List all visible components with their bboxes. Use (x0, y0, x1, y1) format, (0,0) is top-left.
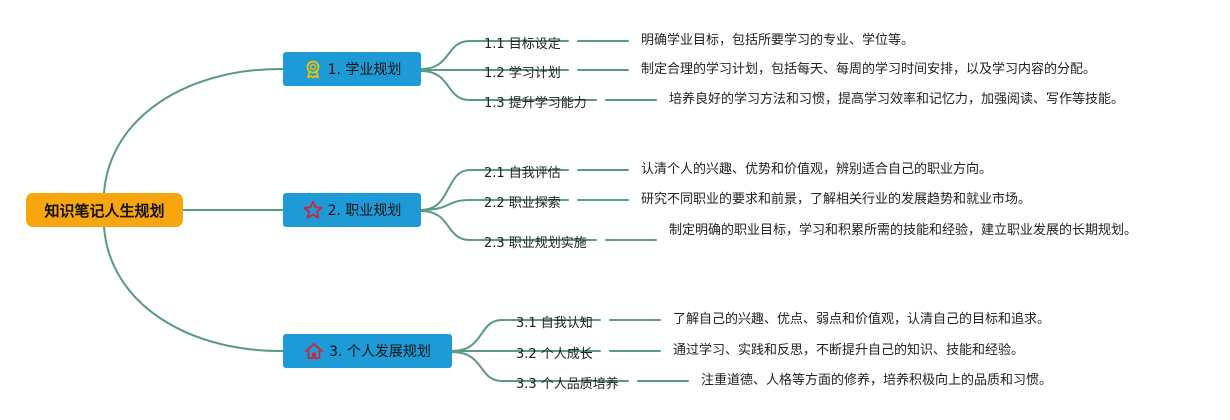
leaf-2-3[interactable]: 2.3 职业规划实施 (484, 236, 587, 251)
branch-label: 1. 学业规划 (327, 62, 402, 78)
leaf-2-2[interactable]: 2.2 职业探索 (484, 196, 561, 211)
connector-b1-leaf3 (420, 70, 471, 101)
branch-label: 2. 职业规划 (327, 203, 402, 219)
connector-b2-leaf2 (420, 199, 471, 211)
leaf-3-2[interactable]: 3.2 个人成长 (516, 347, 593, 362)
branch-career-planning[interactable]: 2. 职业规划 (283, 193, 421, 227)
branch-academic-planning[interactable]: 1. 学业规划 (283, 52, 421, 86)
award-ribbon-icon (303, 59, 323, 79)
leaf-1-3-desc: 培养良好的学习方法和习惯，提高学习效率和记忆力，加强阅读、写作等技能。 (669, 92, 1125, 107)
leaf-3-1-desc: 了解自己的兴趣、优点、弱点和价值观，认清自己的目标和追求。 (673, 312, 1051, 327)
leaf-1-2-desc: 制定合理的学习计划，包括每天、每周的学习时间安排，以及学习内容的分配。 (641, 62, 1097, 77)
connector-b2-leaf3 (420, 210, 471, 241)
leaf-3-1[interactable]: 3.1 自我认知 (516, 316, 593, 331)
leaf-1-1[interactable]: 1.1 目标设定 (484, 37, 561, 52)
star-outline-icon (303, 200, 323, 220)
house-icon (304, 341, 324, 361)
connector-b3-leaf3 (451, 351, 503, 382)
leaf-2-3-desc: 制定明确的职业目标，学习和积累所需的技能和经验，建立职业发展的长期规划。 (669, 223, 1138, 238)
leaf-2-1[interactable]: 2.1 自我评估 (484, 166, 561, 181)
leaf-3-3[interactable]: 3.3 个人品质培养 (516, 377, 619, 392)
leaf-3-3-desc: 注重道德、人格等方面的修养，培养积极向上的品质和习惯。 (701, 373, 1053, 388)
root-topic[interactable]: 知识笔记人生规划 (26, 193, 183, 227)
connector-root-branch-3 (103, 226, 284, 353)
connector-b3-leaf1 (451, 319, 503, 352)
leaf-1-3[interactable]: 1.3 提升学习能力 (484, 96, 587, 111)
leaf-1-2[interactable]: 1.2 学习计划 (484, 66, 561, 81)
branch-label: 3. 个人发展规划 (329, 344, 431, 360)
branch-personal-development[interactable]: 3. 个人发展规划 (283, 334, 452, 368)
leaf-2-2-desc: 研究不同职业的要求和前景，了解相关行业的发展趋势和就业市场。 (641, 192, 1032, 207)
leaf-1-1-desc: 明确学业目标，包括所要学习的专业、学位等。 (641, 33, 915, 48)
leaf-3-2-desc: 通过学习、实践和反思，不断提升自己的知识、技能和经验。 (673, 343, 1025, 358)
connector-root-branch-1 (103, 67, 284, 194)
leaf-2-1-desc: 认清个人的兴趣、优势和价值观，辨别适合自己的职业方向。 (641, 162, 993, 177)
connector-b1-leaf1 (420, 40, 471, 70)
connector-b2-leaf1 (420, 169, 471, 211)
